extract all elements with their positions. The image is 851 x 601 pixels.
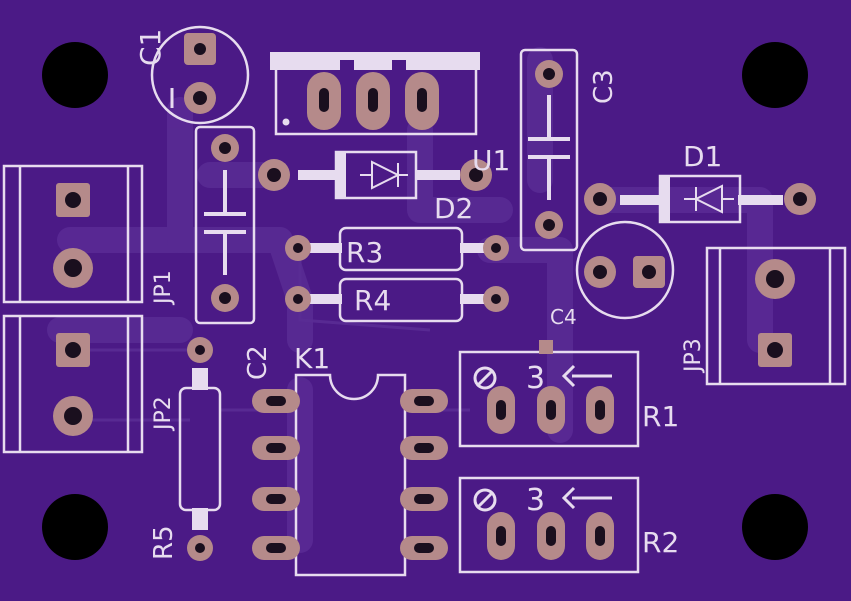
label-r1-trim: 3 (526, 361, 545, 396)
r2-outline (458, 476, 640, 574)
r2-trim-symbols (473, 486, 612, 512)
label-d1: D1 (683, 140, 722, 173)
u1-tab (270, 52, 480, 70)
label-r1: R1 (642, 400, 679, 433)
label-c4: C4 (550, 305, 577, 329)
mounting-hole-bottom-left (42, 494, 108, 560)
mounting-hole-top-right (742, 42, 808, 108)
d2-diode (298, 150, 460, 200)
label-jp3: JP3 (681, 338, 706, 374)
r5-resistor (178, 368, 222, 530)
mounting-hole-bottom-right (742, 494, 808, 560)
jp1-outline (2, 164, 144, 304)
label-c1: C1 (134, 29, 167, 66)
jp3-outline (705, 246, 847, 386)
label-r5: R5 (149, 525, 179, 560)
c3-outline (519, 48, 579, 252)
k1-outline (294, 373, 407, 577)
jp2-outline (2, 314, 144, 454)
label-r3: R3 (346, 236, 383, 269)
pads (53, 33, 816, 561)
label-k1: K1 (294, 342, 330, 375)
d1-diode (620, 174, 783, 224)
label-c2: C2 (243, 345, 273, 380)
label-r4: R4 (354, 284, 391, 317)
label-jp2: JP2 (151, 396, 176, 432)
label-jp1: JP1 (151, 270, 176, 306)
drill-holes (64, 43, 807, 553)
mounting-hole-top-left (42, 42, 108, 108)
c1-outline (150, 25, 250, 125)
label-r2: R2 (642, 526, 679, 559)
label-c3: C3 (589, 69, 619, 104)
label-d2: D2 (434, 192, 473, 225)
c4-outline (575, 220, 675, 320)
label-u1: U1 (472, 144, 510, 177)
r1-trim-symbols (473, 364, 612, 390)
c2-outline (194, 125, 256, 325)
mounting-holes (42, 42, 808, 560)
label-r2-trim: 3 (526, 483, 545, 518)
